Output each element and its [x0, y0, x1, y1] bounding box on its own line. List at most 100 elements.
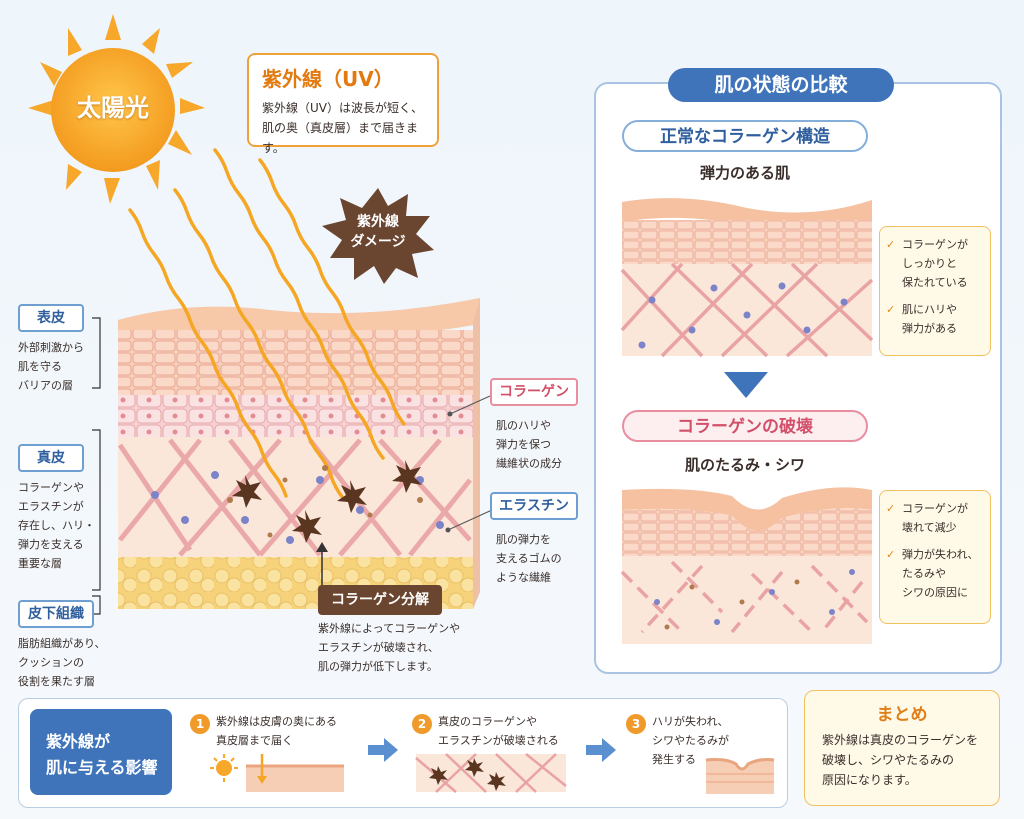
- desc-line: クッションの: [18, 656, 84, 669]
- desc-line: 外部刺激から: [18, 341, 84, 354]
- step-1-illustration: [210, 754, 344, 792]
- step-2-text: 真皮のコラーゲンや エラスチンが破壊される: [438, 712, 559, 750]
- elastin-desc: 肌の弾力を 支えるゴムの ような繊維: [496, 530, 562, 587]
- note-line: 弾力がある: [902, 322, 957, 335]
- step-3-text: ハリが失われ、 シワやたるみが 発生する: [652, 712, 729, 769]
- collagen-breakdown-label: コラーゲン分解: [318, 585, 442, 615]
- uv-damage-badge-icon: [322, 188, 434, 284]
- step-line: エラスチンが破壊される: [438, 734, 559, 747]
- layer-brackets: [92, 317, 101, 615]
- desc-line: 支えるゴムの: [496, 552, 562, 565]
- note-line: コラーゲンが: [902, 238, 968, 251]
- uv-desc-line: 肌の奥（真皮層）まで届きます。: [262, 121, 419, 155]
- uv-damage-badge-text: 紫外線 ダメージ: [328, 212, 428, 252]
- comparison-title: 肌の状態の比較: [668, 68, 894, 102]
- normal-structure-title: 正常なコラーゲン構造: [622, 120, 868, 152]
- breakdown-arrow-icon: [316, 542, 328, 588]
- desc-line: エラスチンが: [18, 500, 84, 513]
- step-number: 1: [190, 714, 210, 734]
- summary-line: 原因になります。: [822, 773, 917, 787]
- normal-skin-illustration: [620, 198, 874, 358]
- dermis-label: 真皮: [18, 444, 84, 472]
- damaged-skin-illustration: [620, 487, 872, 644]
- desc-line: 役割を果たす層: [18, 675, 95, 688]
- step-2-illustration: [415, 753, 567, 793]
- step-1-text: 紫外線は皮膚の奥にある 真皮層まで届く: [216, 712, 337, 750]
- desc-line: ような繊維: [496, 571, 551, 584]
- collagen-desc: 肌のハリや 弾力を保つ 繊維状の成分: [496, 416, 562, 473]
- badge-line: ダメージ: [350, 234, 406, 250]
- desc-line: 弾力を保つ: [496, 438, 551, 451]
- desc-line: エラスチンが破壊され、: [318, 641, 439, 654]
- note-line: しっかりと: [902, 257, 957, 270]
- note-line: コラーゲンが: [902, 502, 968, 515]
- note-line: 弾力が失われ、: [902, 548, 979, 561]
- dermis-desc: コラーゲンや エラスチンが 存在し、ハリ・ 弾力を支える 重要な層: [18, 478, 95, 573]
- check-icon: ✓: [886, 502, 896, 515]
- desc-line: 肌を守る: [18, 360, 62, 373]
- note-item: ✓ コラーゲンが 壊れて減少: [886, 499, 984, 537]
- desc-line: 肌のハリや: [496, 419, 551, 432]
- damaged-caption: 肌のたるみ・シワ: [684, 456, 805, 474]
- uv-info-box: [247, 53, 439, 147]
- uv-desc-line: 紫外線（UV）は波長が短く、: [262, 101, 423, 115]
- step-line: 発生する: [652, 753, 696, 766]
- arrow-right-icon: [586, 738, 616, 762]
- uv-rays: [128, 148, 423, 543]
- desc-line: 繊維状の成分: [496, 457, 562, 470]
- badge-line: 紫外線: [357, 214, 399, 230]
- check-icon: ✓: [886, 238, 896, 251]
- summary-box: [804, 690, 1000, 806]
- damaged-notes: ✓ コラーゲンが 壊れて減少 ✓ 弾力が失われ、 たるみや シワの原因に: [879, 490, 991, 624]
- leader-lines: [445, 395, 493, 533]
- step-line: 真皮のコラーゲンや: [438, 715, 537, 728]
- desc-line: 存在し、ハリ・: [18, 519, 95, 532]
- note-line: たるみや: [902, 567, 946, 580]
- step-line: 紫外線は皮膚の奥にある: [216, 715, 337, 728]
- desc-line: 肌の弾力を: [496, 533, 551, 546]
- check-icon: ✓: [886, 303, 896, 316]
- step-line: ハリが失われ、: [652, 715, 729, 728]
- uv-title: 紫外線（UV）: [262, 67, 394, 91]
- effects-title-line: 肌に与える影響: [46, 758, 158, 777]
- desc-line: コラーゲンや: [18, 481, 84, 494]
- note-line: 壊れて減少: [902, 521, 957, 534]
- subcutis-desc: 脂肪組織があり、 クッションの 役割を果たす層: [18, 634, 106, 691]
- check-icon: ✓: [886, 548, 896, 561]
- note-item: ✓ コラーゲンが しっかりと 保たれている: [886, 235, 984, 292]
- normal-caption: 弾力のある肌: [699, 164, 790, 182]
- step-3-illustration: [705, 758, 775, 794]
- desc-line: 弾力を支える: [18, 538, 84, 551]
- epidermis-label: 表皮: [18, 304, 84, 332]
- summary-text: 紫外線は真皮のコラーゲンを 破壊し、シワやたるみの 原因になります。: [822, 730, 994, 790]
- summary-title: まとめ: [876, 705, 928, 725]
- breakdown-desc: 紫外線によってコラーゲンや エラスチンが破壊され、 肌の弾力が低下します。: [318, 619, 460, 676]
- step-number: 2: [412, 714, 432, 734]
- note-item: ✓ 弾力が失われ、 たるみや シワの原因に: [886, 545, 984, 602]
- effects-title-line: 紫外線が: [46, 732, 111, 751]
- down-arrow-icon: [724, 372, 768, 398]
- summary-line: 破壊し、シワやたるみの: [822, 753, 955, 767]
- arrow-right-icon: [368, 738, 398, 762]
- uv-description: 紫外線（UV）は波長が短く、 肌の奥（真皮層）まで届きます。: [262, 98, 437, 158]
- collagen-destruction-title: コラーゲンの破壊: [622, 410, 868, 442]
- note-item: ✓ 肌にハリや 弾力がある: [886, 300, 984, 338]
- note-line: 肌にハリや: [902, 303, 957, 316]
- note-line: シワの原因に: [902, 586, 968, 599]
- effects-title: 紫外線が 肌に与える影響: [30, 709, 172, 795]
- desc-line: 脂肪組織があり、: [18, 637, 106, 650]
- epidermis-desc: 外部刺激から 肌を守る バリアの層: [18, 338, 84, 395]
- desc-line: 重要な層: [18, 557, 62, 570]
- collagen-label: コラーゲン: [490, 378, 578, 406]
- desc-line: バリアの層: [18, 379, 73, 392]
- normal-notes: ✓ コラーゲンが しっかりと 保たれている ✓ 肌にハリや 弾力がある: [879, 226, 991, 356]
- subcutis-label: 皮下組織: [18, 600, 94, 628]
- desc-line: 紫外線によってコラーゲンや: [318, 622, 461, 635]
- desc-line: 肌の弾力が低下します。: [318, 660, 438, 673]
- sun-icon: [28, 14, 205, 204]
- step-number: 3: [626, 714, 646, 734]
- step-line: 真皮層まで届く: [216, 734, 293, 747]
- step-line: シワやたるみが: [652, 734, 729, 747]
- elastin-label: エラスチン: [490, 492, 578, 520]
- summary-line: 紫外線は真皮のコラーゲンを: [822, 733, 979, 747]
